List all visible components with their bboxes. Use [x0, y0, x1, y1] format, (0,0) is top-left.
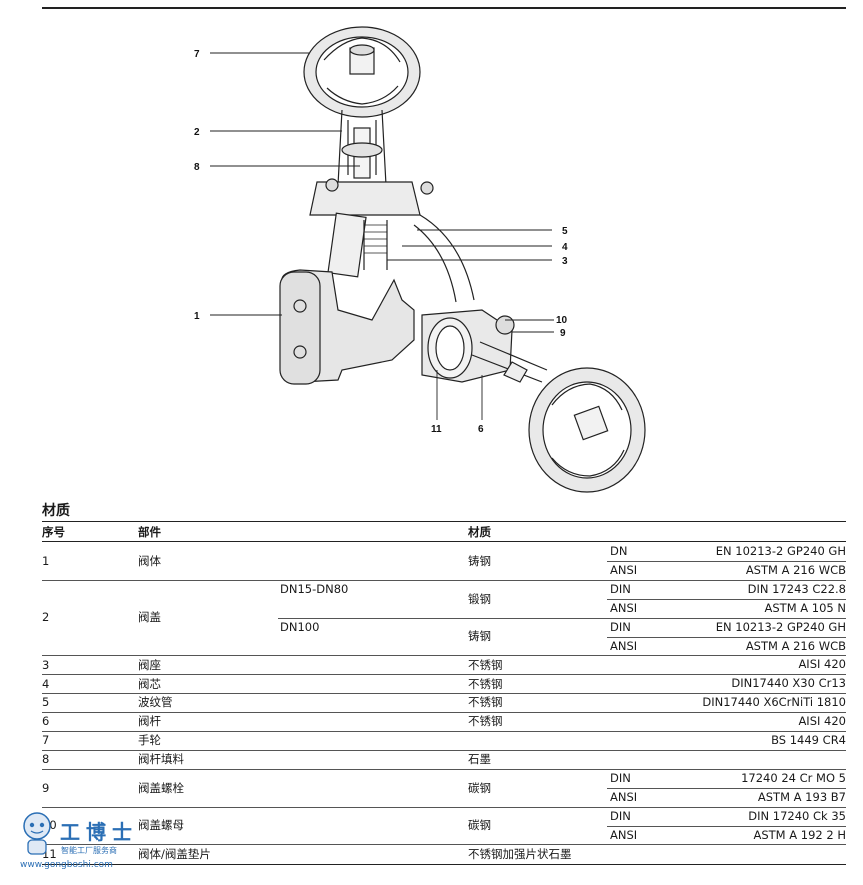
standard-value: ASTM A 192 2 H: [753, 827, 846, 842]
watermark-name: 工博士: [60, 820, 138, 844]
row-separator: [42, 655, 846, 657]
row-separator: [42, 768, 846, 770]
callout-2: 2: [194, 127, 200, 138]
standard-separator: [607, 825, 846, 827]
row-part: 阀杆填料: [138, 752, 184, 767]
callout-8: 8: [194, 162, 200, 173]
row-material: 不锈钢: [468, 714, 503, 729]
standard-type: DIN: [610, 581, 631, 596]
row-separator: [42, 806, 846, 808]
header-material: 材质: [468, 525, 491, 539]
callout-9: 9: [560, 328, 566, 339]
callout-4: 4: [562, 242, 568, 253]
standard-type: DIN: [610, 808, 631, 823]
row-material: 不锈钢: [468, 657, 503, 672]
row-no: 5: [42, 695, 50, 710]
row-separator: [42, 693, 846, 695]
standard-value: ASTM A 193 B7: [757, 789, 846, 804]
row-material: 铸钢: [468, 629, 491, 644]
row-material: 石墨: [468, 752, 491, 767]
row-part: 阀体: [138, 553, 161, 568]
row-material: 碳钢: [468, 780, 491, 795]
callout-1: 1: [194, 311, 200, 322]
standard-type: DIN: [610, 619, 631, 634]
row-no: 1: [42, 553, 50, 568]
standard-value: DIN17440 X6CrNiTi 1810: [702, 695, 846, 710]
row-no: 4: [42, 676, 50, 691]
row-material: 不锈钢加强片状石墨: [468, 846, 572, 861]
header-no: 序号: [42, 525, 65, 539]
row-separator: [42, 731, 846, 732]
row-material: 铸钢: [468, 553, 491, 568]
row-size: DN100: [280, 620, 320, 635]
watermark-logo: 工博士 智能工厂服务商 www.gongboshi.com: [8, 808, 143, 874]
standard-type: ANSI: [610, 638, 638, 653]
standard-type: DIN: [610, 770, 631, 785]
row-no: 2: [42, 610, 50, 625]
bottom-rule: [42, 864, 846, 865]
standard-value: DIN17440 X30 Cr13: [731, 676, 846, 691]
row-size: DN15-DN80: [280, 582, 349, 597]
callout-6: 6: [478, 424, 484, 435]
row-separator: [42, 579, 846, 581]
row-part: 阀盖: [138, 610, 161, 625]
standard-value: ASTM A 216 WCB: [745, 562, 846, 577]
standard-separator: [607, 560, 846, 562]
callout-10: 10: [556, 315, 568, 326]
callout-11: 11: [431, 424, 442, 435]
standard-value: 17240 24 Cr MO 5: [741, 770, 846, 785]
row-separator: [42, 749, 846, 751]
standard-type: ANSI: [610, 827, 638, 842]
callout-5: 5: [562, 226, 568, 237]
standard-value: DIN 17240 Ck 35: [748, 808, 846, 823]
row-no: 7: [42, 733, 50, 748]
standard-type: DN: [610, 544, 628, 558]
standard-value: EN 10213-2 GP240 GH: [715, 544, 846, 558]
watermark-tagline: 智能工厂服务商: [61, 846, 117, 855]
row-no: 6: [42, 714, 50, 729]
row-part: 手轮: [138, 733, 161, 748]
row-part: 阀体/阀盖垫片: [138, 846, 211, 861]
standard-separator: [607, 787, 846, 789]
valve-cutaway-drawing: 7 2 8 5 4 3 1 10 9 11 6: [194, 26, 646, 493]
callout-3: 3: [562, 256, 568, 267]
row-part: 阀座: [138, 657, 161, 672]
row-separator: [278, 617, 846, 619]
standard-type: ANSI: [610, 562, 638, 577]
row-separator: [42, 712, 846, 714]
row-part: 阀盖螺栓: [138, 780, 184, 795]
standard-type: ANSI: [610, 600, 638, 615]
header-part: 部件: [138, 525, 161, 539]
standard-value: AISI 420: [798, 714, 846, 729]
row-part: 阀芯: [138, 676, 161, 691]
row-material: 不锈钢: [468, 676, 503, 691]
row-part: 阀盖螺母: [138, 818, 184, 833]
robot-mascot-icon: [23, 812, 51, 855]
standard-value: BS 1449 CR4: [771, 733, 846, 747]
row-separator: [42, 674, 846, 676]
callout-7: 7: [194, 49, 200, 60]
standard-separator: [607, 598, 846, 600]
watermark-url: www.gongboshi.com: [20, 860, 113, 870]
row-part: 阀杆: [138, 714, 161, 729]
row-no: 9: [42, 780, 50, 795]
header-rule: [42, 541, 846, 542]
standard-type: ANSI: [610, 789, 638, 804]
row-separator: [42, 844, 846, 846]
top-rule: [42, 7, 846, 9]
row-no: 8: [42, 752, 50, 767]
standard-separator: [607, 636, 846, 638]
row-no: 3: [42, 657, 50, 672]
section-rule: [42, 521, 846, 522]
standard-value: ASTM A 216 WCB: [745, 638, 846, 653]
row-material: 锻钢: [468, 591, 491, 606]
row-part: 波纹管: [138, 695, 173, 710]
standard-value: ASTM A 105 N: [764, 600, 847, 615]
section-title: 材质: [42, 503, 70, 519]
standard-value: DIN 17243 C22.8: [747, 581, 846, 596]
standard-value: AISI 420: [798, 657, 846, 672]
standard-value: EN 10213-2 GP240 GH: [715, 619, 846, 634]
row-material: 碳钢: [468, 818, 491, 833]
row-material: 不锈钢: [468, 695, 503, 710]
